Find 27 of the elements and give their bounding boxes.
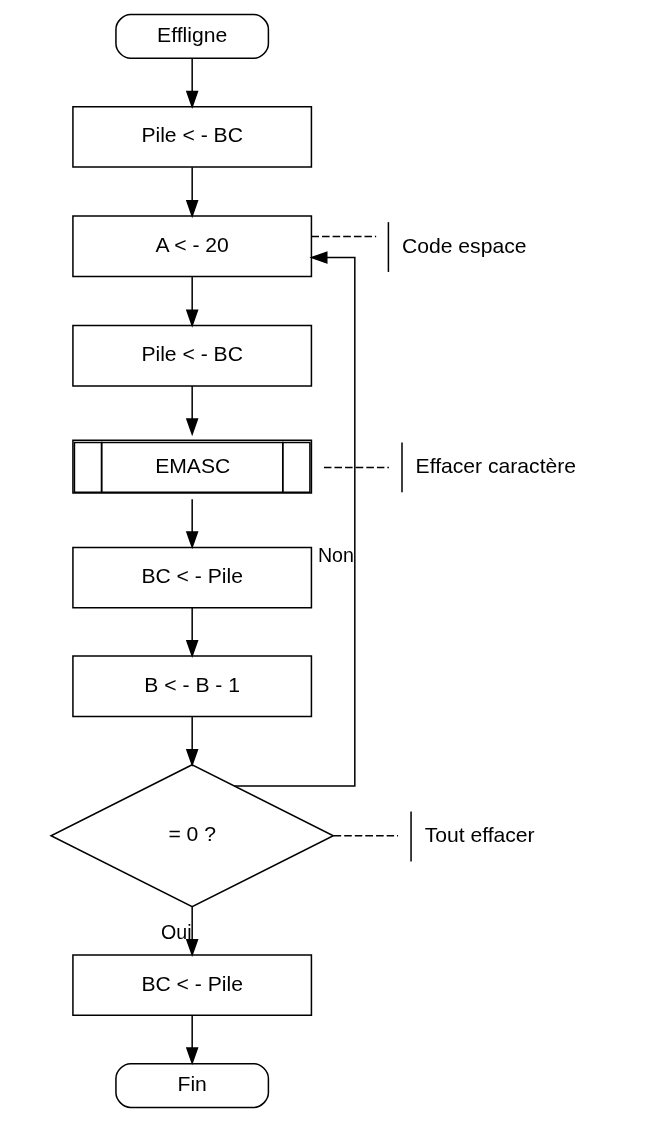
arrow bbox=[185, 1015, 199, 1066]
node-box: BC < - Pile bbox=[72, 546, 313, 609]
edge-label: Non bbox=[317, 544, 354, 567]
node-box: Fin bbox=[115, 1062, 270, 1109]
arrow bbox=[185, 57, 199, 109]
node-diamond: = 0 ? bbox=[49, 763, 335, 908]
arrow bbox=[185, 166, 199, 219]
node-box: Effligne bbox=[115, 13, 270, 60]
arrow bbox=[185, 385, 199, 437]
node-box: Pile < - BC bbox=[72, 324, 313, 387]
arrow bbox=[233, 251, 356, 787]
node-box: BC < - Pile bbox=[72, 954, 313, 1017]
connector bbox=[332, 834, 399, 837]
arrow bbox=[185, 498, 199, 550]
node-box: B < - B - 1 bbox=[72, 655, 313, 718]
arrow bbox=[185, 276, 199, 328]
edge-label: Oui bbox=[161, 920, 192, 943]
node-box: Pile < - BC bbox=[72, 105, 313, 168]
node-text: Tout effacer bbox=[424, 823, 535, 847]
arrow bbox=[185, 715, 199, 768]
node-text: Code espace bbox=[401, 233, 527, 257]
connector bbox=[310, 235, 377, 238]
connector bbox=[323, 466, 390, 469]
arrow bbox=[185, 906, 199, 958]
node-box: A < - 20 bbox=[72, 215, 313, 278]
arrow bbox=[185, 607, 199, 659]
node-text: Effacer caractère bbox=[415, 454, 577, 477]
